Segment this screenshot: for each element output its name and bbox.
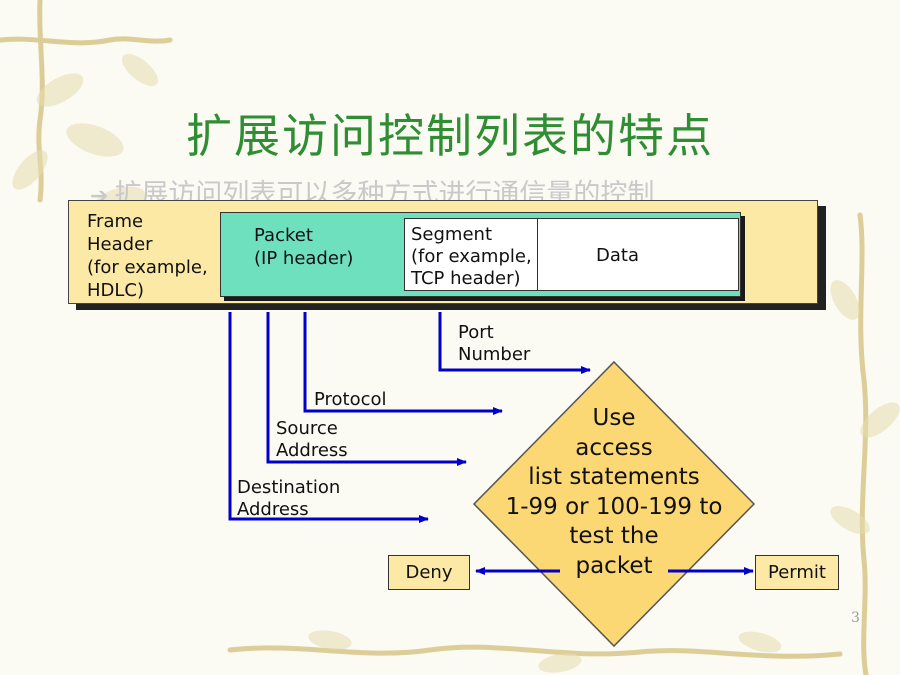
segment-box (404, 218, 739, 291)
decision-text: Use access list statements 1-99 or 100-1… (505, 405, 723, 579)
destination-address-label: Destination Address (237, 477, 341, 520)
permit-box: Permit (755, 555, 839, 590)
port-number-label: Port Number (458, 322, 531, 365)
source-address-label: Source Address (276, 418, 348, 461)
protocol-connector (303, 312, 503, 415)
packet-label: Packet (IP header) (254, 225, 354, 269)
data-label: Data (596, 245, 639, 266)
page-number: 3 (851, 610, 860, 626)
frame-header-label: Frame Header (for example, HDLC) (87, 211, 208, 301)
deny-box: Deny (388, 555, 470, 590)
decision-diamond (472, 360, 756, 648)
slide-title: 扩展访问控制列表的特点 (186, 109, 714, 163)
port-number-connector (438, 312, 591, 374)
protocol-label: Protocol (314, 389, 387, 410)
destination-address-connector (228, 312, 429, 523)
segment-divider (537, 219, 538, 290)
source-address-connector (266, 312, 467, 466)
segment-label: Segment (for example, TCP header) (411, 224, 532, 289)
